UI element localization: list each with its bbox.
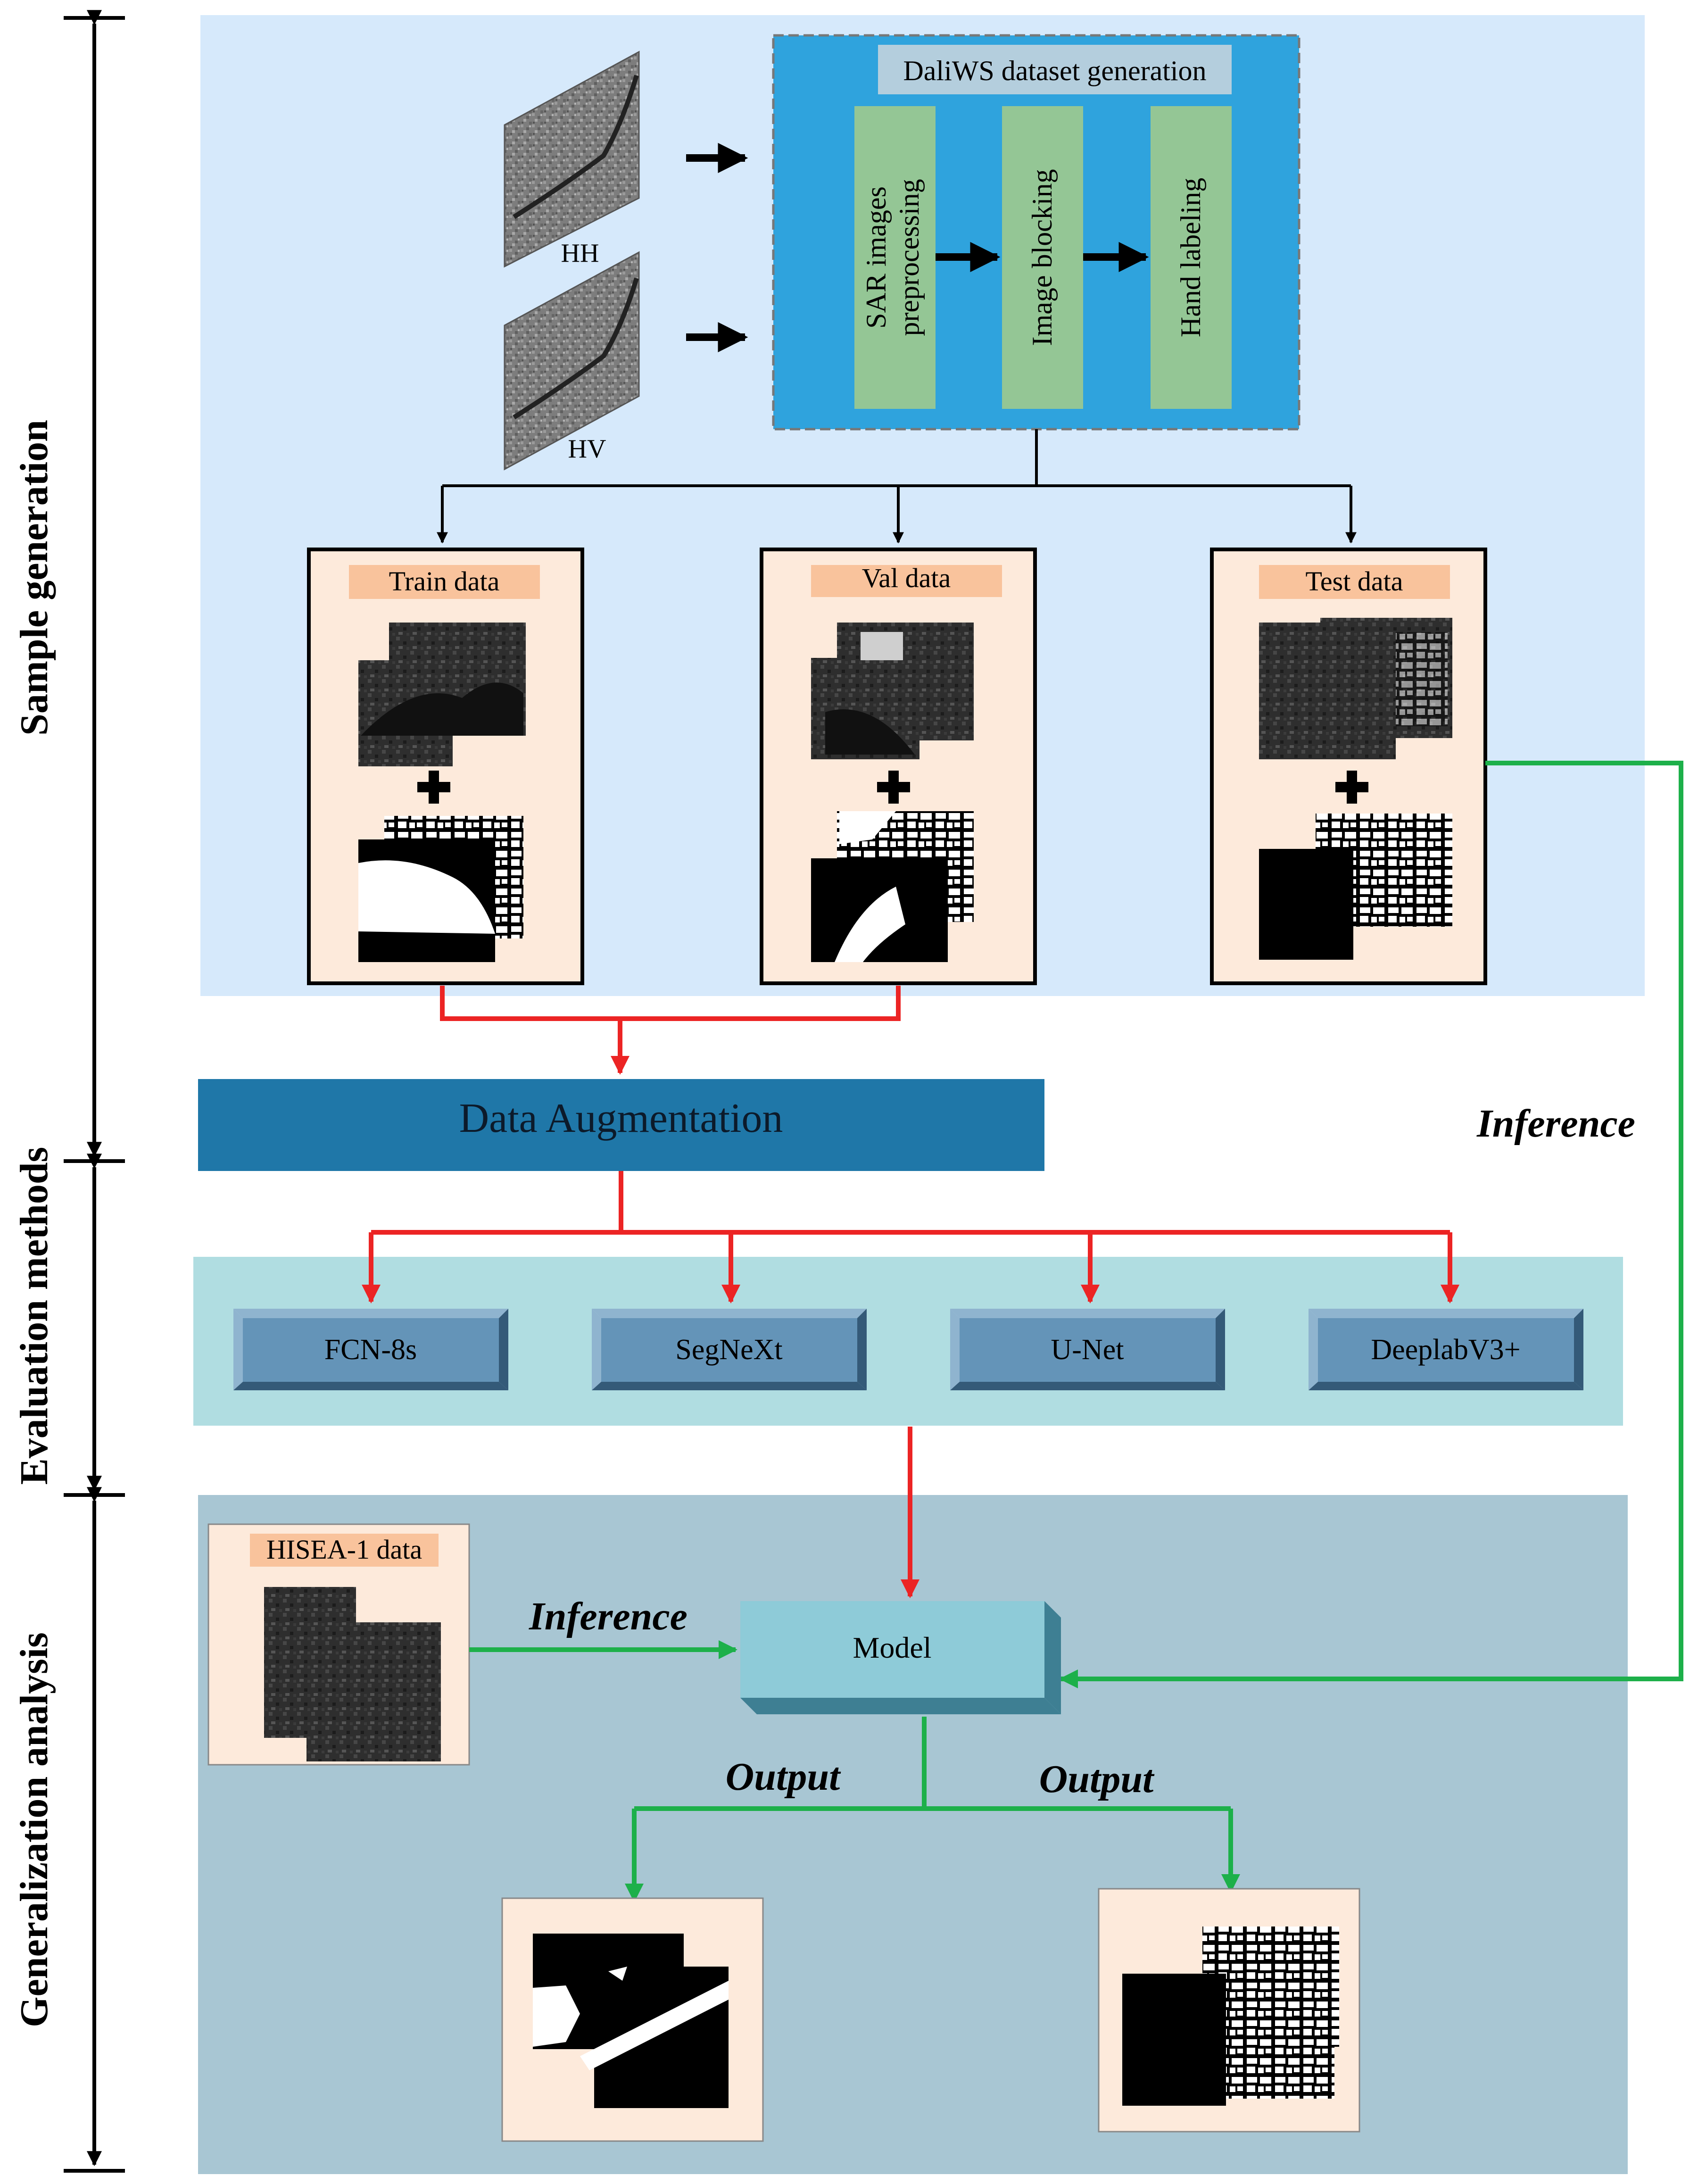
step-label-preprocessing-line1: SAR images	[861, 186, 892, 329]
output-label-left: Output	[726, 1755, 841, 1799]
output-image-right	[1098, 1888, 1360, 2133]
val-data-box	[760, 548, 1037, 985]
step-label-hand-labeling: Hand labeling	[1175, 178, 1206, 337]
model-label-u-net: U-Net	[1051, 1334, 1124, 1366]
step-label-image-blocking: Image blocking	[1027, 169, 1058, 346]
test-data-label: Test data	[1306, 566, 1403, 597]
dataset-generation-title: DaliWS dataset generation	[903, 55, 1206, 86]
output-image-left	[501, 1897, 764, 2142]
hh-label: HH	[561, 239, 599, 268]
green-output-arrows	[625, 1717, 1240, 1902]
test-sar-sample	[1259, 618, 1452, 759]
hh-image	[504, 50, 640, 268]
train-mask-sample	[358, 816, 523, 962]
model-label-deeplabv3plus: DeeplabV3+	[1371, 1334, 1520, 1366]
section-label-sample-generation: Sample generation	[12, 420, 56, 736]
red-arrows-to-models	[362, 1171, 1459, 1304]
model-button-segnext	[592, 1309, 867, 1390]
hisea-data-box	[207, 1523, 470, 1766]
step-box-image-blocking	[1002, 106, 1083, 409]
model-label-segnext: SegNeXt	[675, 1334, 782, 1366]
data-augmentation-box	[198, 1079, 1044, 1171]
model-button-deeplabv3plus	[1309, 1309, 1583, 1390]
timeline	[64, 10, 125, 2173]
val-plus-icon	[877, 771, 910, 804]
test-data-box	[1210, 548, 1487, 985]
train-sar-sample	[358, 623, 526, 766]
split-arrows	[437, 429, 1357, 544]
section-label-generalization-analysis: Generalization analysis	[12, 1632, 56, 2027]
section-label-evaluation-methods: Evaluation methods	[12, 1147, 56, 1485]
train-data-label: Train data	[389, 566, 500, 597]
hisea-data-label: HISEA-1 data	[266, 1534, 422, 1565]
step-label-preprocessing-line2: preprocessing	[894, 179, 925, 336]
model-label-fcn-8s: FCN-8s	[324, 1334, 417, 1366]
step-box-preprocessing	[854, 106, 936, 409]
train-data-box	[307, 548, 584, 985]
step-box-hand-labeling	[1151, 106, 1232, 409]
hv-label: HV	[568, 434, 606, 464]
val-mask-sample	[811, 811, 974, 962]
hv-image	[504, 251, 640, 471]
test-mask-sample	[1259, 814, 1452, 960]
train-plus-icon	[417, 771, 450, 804]
dataset-generation-title-bg	[878, 45, 1232, 94]
red-arrows-to-augmentation	[440, 986, 901, 1075]
val-data-label: Val data	[862, 563, 951, 593]
model-button-fcn-8s	[233, 1309, 508, 1390]
data-augmentation-label: Data Augmentation	[459, 1096, 783, 1141]
val-sar-sample	[811, 623, 974, 759]
inference-label-left: Inference	[529, 1594, 687, 1638]
model-label: Model	[853, 1631, 931, 1664]
test-plus-icon	[1335, 771, 1368, 804]
output-label-right: Output	[1039, 1757, 1155, 1801]
inference-label-right: Inference	[1476, 1102, 1635, 1146]
model-box	[740, 1601, 1061, 1714]
model-button-u-net	[950, 1309, 1225, 1390]
green-inference-path-test	[1059, 761, 1683, 1688]
